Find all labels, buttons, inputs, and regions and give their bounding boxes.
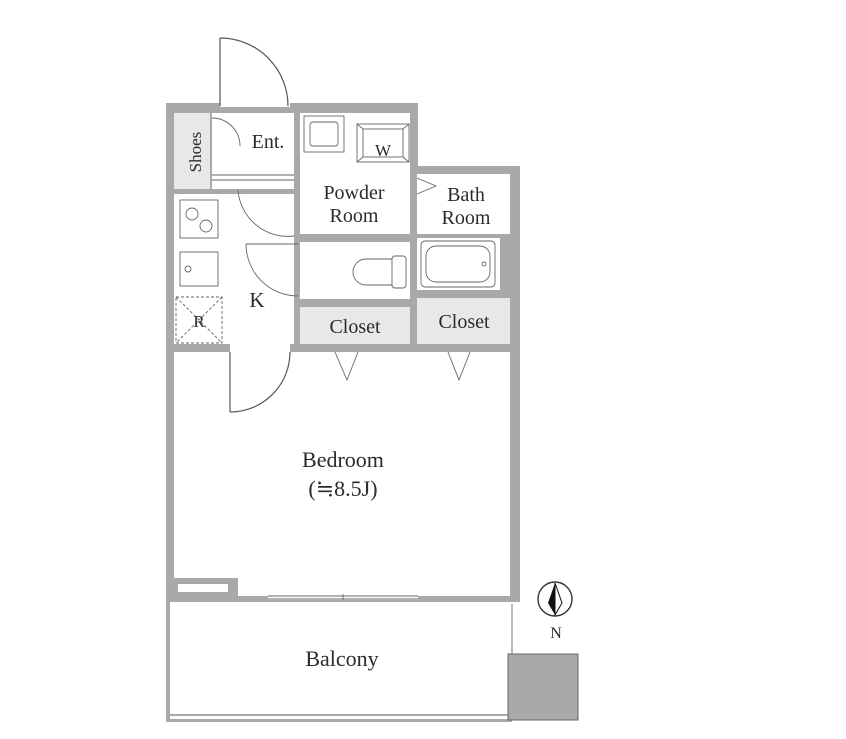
closet-door-left — [334, 351, 359, 382]
refrigerator-label: R — [193, 312, 205, 331]
shoes-door-swing — [211, 117, 241, 147]
north-label: N — [550, 625, 562, 642]
front-door — [219, 37, 290, 107]
powder-room-label-1: Powder — [323, 182, 384, 204]
bathtub-icon — [420, 240, 496, 288]
toilet-icon — [352, 255, 407, 289]
north-arrow-icon — [537, 581, 573, 617]
toilet-door-swing — [245, 243, 299, 297]
bedroom-label: Bedroom — [302, 447, 384, 472]
powder-room-label-2: Room — [330, 205, 379, 227]
closet-door-right — [447, 351, 471, 382]
shoes-label: Shoes — [186, 132, 205, 173]
balcony-label: Balcony — [305, 646, 378, 671]
closet-left-label: Closet — [329, 316, 381, 338]
outdoor-unit — [507, 653, 579, 721]
closet-right-label: Closet — [438, 311, 490, 333]
entrance-label: Ent. — [252, 131, 285, 153]
washer-label: W — [375, 141, 392, 160]
bedroom-window — [268, 594, 418, 600]
balcony — [166, 600, 513, 722]
bedroom-corner-inset — [178, 584, 228, 592]
kitchen-label: K — [249, 288, 264, 312]
entrance-door-swing — [237, 189, 295, 237]
bedroom-size-label: (≒8.5J) — [308, 476, 377, 501]
powder-fixtures — [303, 115, 410, 163]
room-fills — [174, 113, 510, 596]
bedroom-door-swing — [229, 351, 291, 413]
bath-room-label-2: Room — [442, 207, 491, 229]
kitchen-fixtures — [175, 199, 223, 344]
bath-door-icon — [416, 177, 438, 195]
bath-room-label-1: Bath — [447, 184, 485, 206]
